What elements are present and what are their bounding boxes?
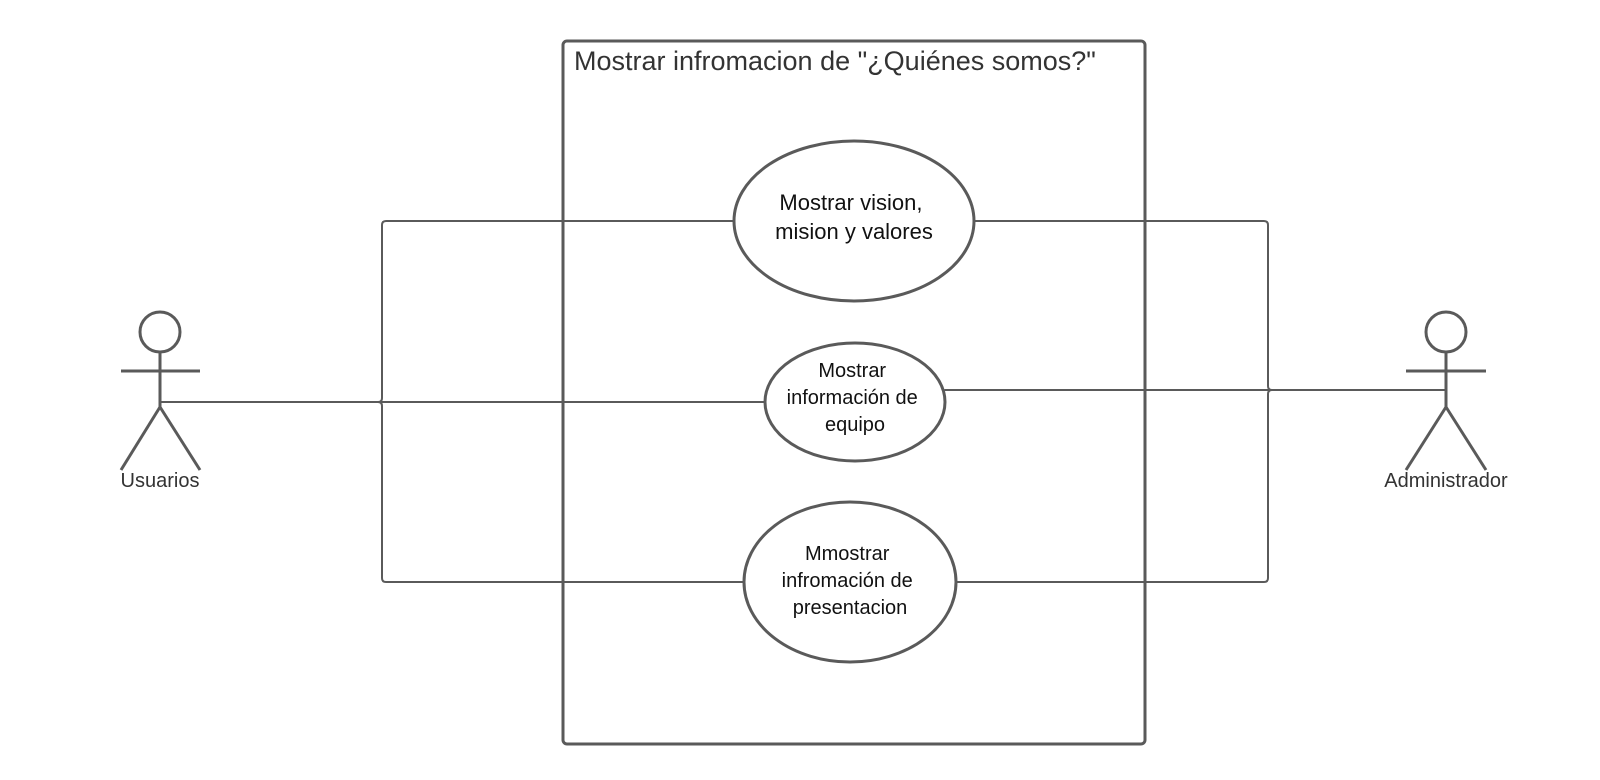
use-case-line: Mostrar vision,	[779, 190, 922, 215]
connector-administrador-usecase-3[interactable]	[954, 389, 1447, 583]
boundary-title: Mostrar infromacion de "¿Quiénes somos?"	[574, 46, 1096, 76]
use-case-line: Mostrar	[818, 360, 886, 382]
use-case-line: Mmostrar	[805, 543, 890, 565]
system-boundary[interactable]	[561, 39, 1147, 746]
use-case-ellipse	[742, 500, 958, 664]
actor-label: Usuarios	[121, 470, 200, 492]
use-case-ellipse	[732, 139, 976, 303]
use-case-informacion-equipo[interactable]: Mostrar información de equipo	[763, 341, 947, 463]
actor-administrador[interactable]: Administrador	[1384, 310, 1508, 492]
actor-usuarios[interactable]: Usuarios	[119, 310, 202, 492]
use-case-text: Mostrar vision, mision y valores	[775, 190, 933, 244]
connector-usuarios-usecase-3[interactable]	[161, 401, 744, 583]
connector-administrador-usecase-1[interactable]	[974, 220, 1447, 391]
connector-usuarios-usecase-1[interactable]	[161, 220, 735, 403]
use-case-line: presentacion	[793, 597, 908, 619]
actor-right-leg	[158, 406, 202, 471]
actor-right-leg	[1444, 406, 1488, 471]
use-case-line: información de	[787, 387, 918, 409]
actor-head	[1424, 310, 1468, 354]
use-case-ellipse	[763, 341, 947, 463]
use-case-line: infromación de	[782, 570, 913, 592]
use-case-text: Mostrar información de equipo	[787, 360, 924, 436]
use-case-informacion-presentacion[interactable]: Mmostrar infromación de presentacion	[742, 500, 958, 664]
use-case-line: equipo	[825, 414, 885, 436]
actor-left-leg	[1404, 406, 1448, 471]
use-case-vision-mision-valores[interactable]: Mostrar vision, mision y valores	[732, 139, 976, 303]
actor-label: Administrador	[1384, 470, 1508, 492]
use-case-line: mision y valores	[775, 219, 933, 244]
actor-head	[138, 310, 182, 354]
use-case-text: Mmostrar infromación de presentacion	[782, 543, 919, 619]
actor-left-leg	[119, 406, 162, 471]
